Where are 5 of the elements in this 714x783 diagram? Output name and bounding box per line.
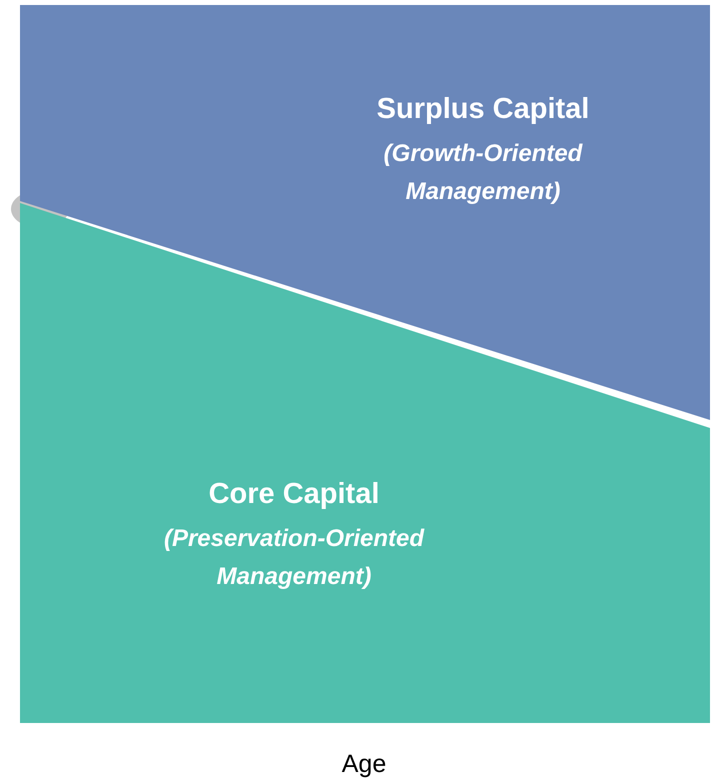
region-subtitle: (Growth-Oriented Management) (382, 139, 584, 207)
region-subtitle: (Preservation-Oriented Management) (162, 524, 426, 592)
region-title: Surplus Capital (376, 93, 590, 126)
axis-label: Age (340, 750, 388, 779)
region-title: Core Capital (208, 478, 380, 511)
